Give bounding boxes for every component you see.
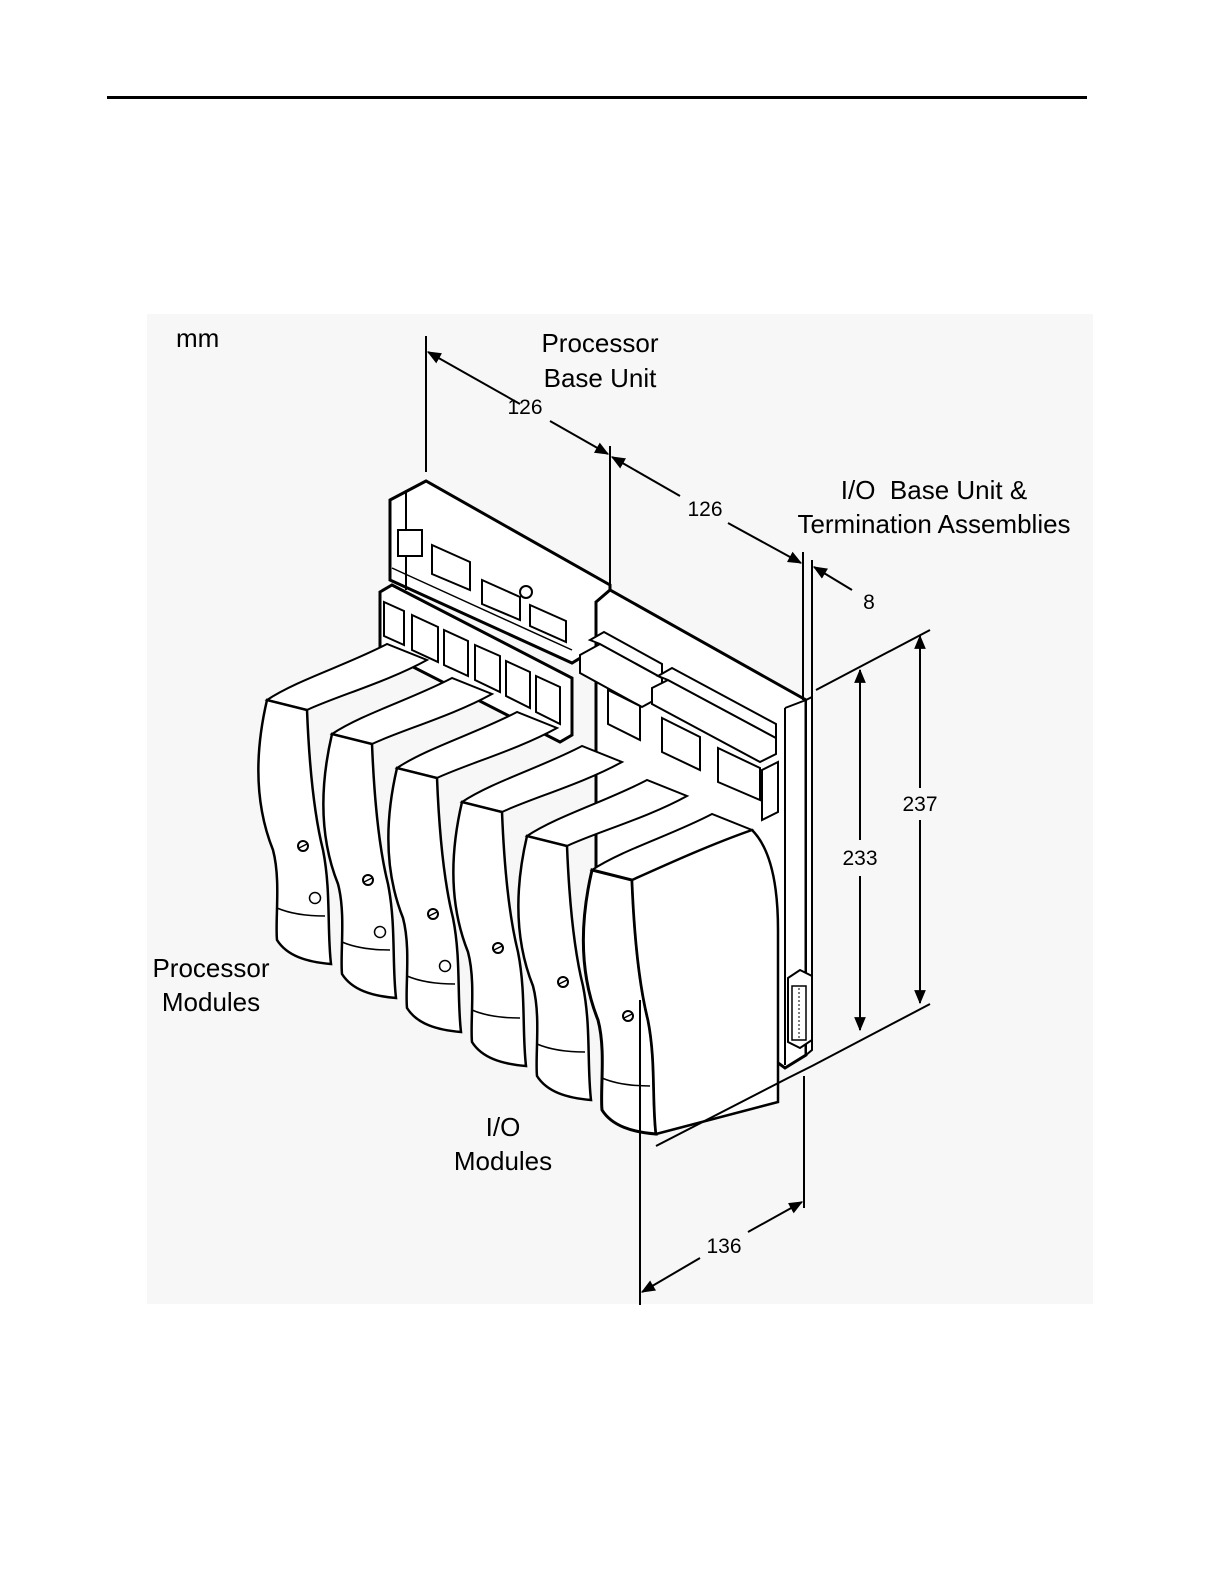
units-label: mm (176, 323, 219, 353)
dim-processor-base-width: 126 (507, 396, 542, 419)
io-base-label-line2: Termination Assemblies (797, 509, 1070, 539)
dim-termination-thickness: 8 (863, 591, 875, 614)
io-modules-label-line2: Modules (454, 1146, 552, 1176)
processor-base-label-line1: Processor (541, 328, 658, 358)
io-modules-label-line1: I/O (486, 1112, 521, 1142)
dim-io-base-width: 126 (687, 498, 722, 521)
processor-modules-label-line1: Processor (152, 953, 269, 983)
led-indicator-icon (440, 961, 451, 972)
termination-connector (788, 970, 812, 1048)
dim-module-height: 233 (842, 847, 877, 870)
io-module (583, 814, 778, 1134)
led-indicator-icon (310, 893, 321, 904)
dim-overall-height: 237 (902, 793, 937, 816)
led-indicator-icon (375, 927, 386, 938)
processor-modules-label-line2: Modules (162, 987, 260, 1017)
dim-depth: 136 (706, 1235, 741, 1258)
processor-base-label-line2: Base Unit (544, 363, 657, 393)
io-base-label-line1: I/O Base Unit & (841, 475, 1027, 505)
